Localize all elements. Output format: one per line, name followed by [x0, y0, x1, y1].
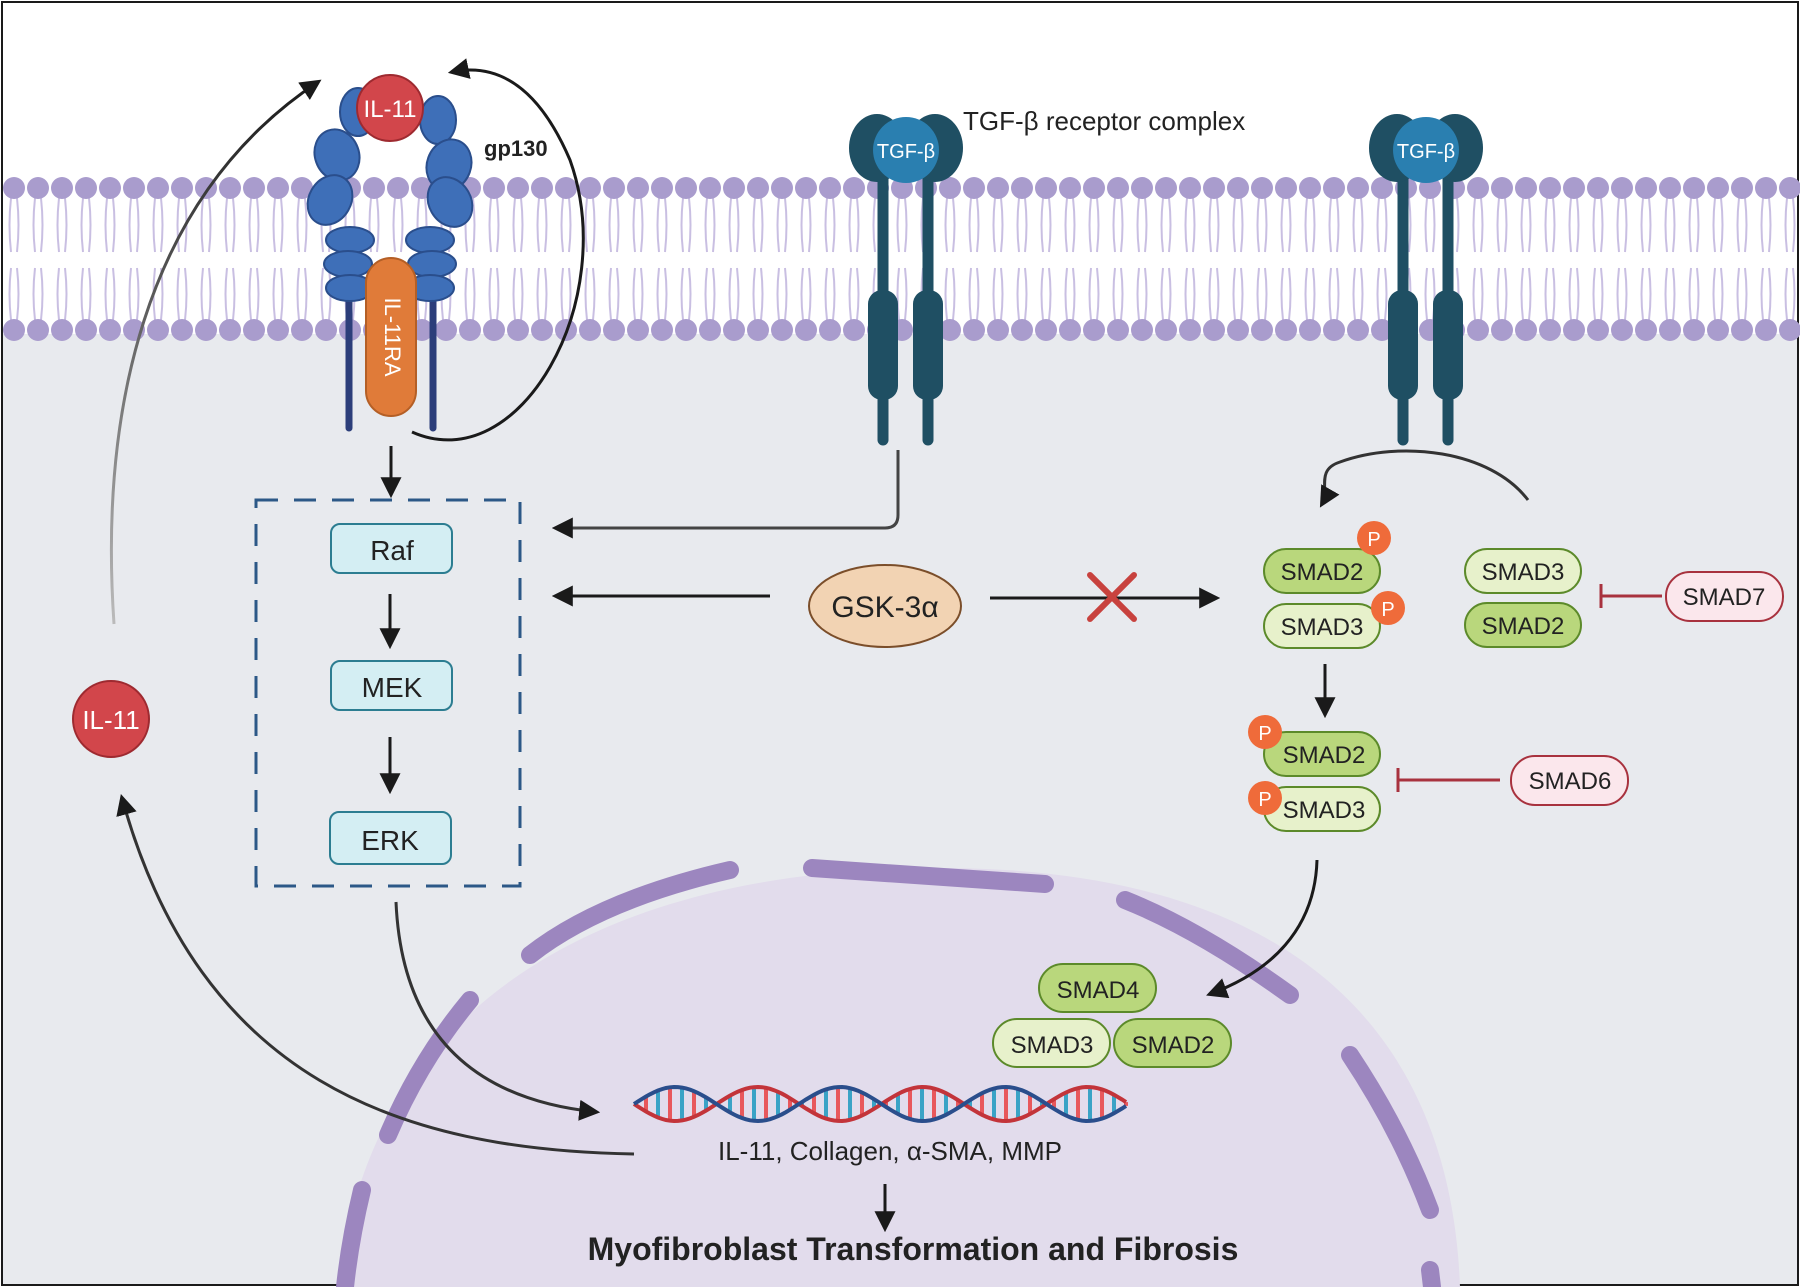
- smad234-nuclear-complex: SMAD4 SMAD3 SMAD2: [992, 963, 1232, 1068]
- smad7-label: SMAD7: [1683, 584, 1766, 611]
- smad4-label: SMAD4: [1057, 977, 1140, 1004]
- il11-bound-label: IL-11: [364, 96, 417, 123]
- tgf-beta-receptor-2: TGF-β: [1369, 114, 1483, 446]
- dna-helix-icon: [632, 1084, 1128, 1124]
- phospho-icon: [1357, 521, 1391, 555]
- smad3-label: SMAD3: [1011, 1032, 1094, 1059]
- target-genes-label: IL-11, Collagen, α-SMA, MMP: [718, 1136, 1062, 1166]
- outcome-label: Myofibroblast Transformation and Fibrosi…: [588, 1231, 1239, 1267]
- smad3-label: SMAD3: [1283, 797, 1366, 824]
- phospho-label: P: [1367, 529, 1380, 551]
- mek-label: MEK: [362, 672, 423, 703]
- smad2-label: SMAD2: [1281, 559, 1364, 586]
- smad7-node: SMAD7: [1665, 571, 1784, 622]
- smad2-label: SMAD2: [1132, 1032, 1215, 1059]
- tgf-beta-receptor-complex-label: TGF-β receptor complex: [963, 106, 1245, 136]
- mapk-cascade-box: [254, 498, 522, 888]
- il11-ligand-bound: [356, 74, 424, 142]
- erk-node: ERK: [329, 811, 452, 865]
- raf-label: Raf: [370, 535, 414, 566]
- phospho-label: P: [1258, 723, 1271, 745]
- nucleus: [336, 859, 1460, 1287]
- raf-node: Raf: [330, 523, 453, 574]
- tgf-beta-1-label: TGF-β: [877, 141, 935, 163]
- gsk3a-node: GSK-3α: [808, 564, 962, 648]
- smad6-node: SMAD6: [1510, 755, 1629, 806]
- phospho-icon: [1248, 781, 1282, 815]
- il11-free-ligand: [72, 680, 150, 758]
- mek-node: MEK: [330, 660, 453, 711]
- tgf-beta-ligand-2: [1393, 117, 1459, 183]
- smad2-label: SMAD2: [1283, 742, 1366, 769]
- tgf-beta-2-label: TGF-β: [1397, 141, 1455, 163]
- gp130-label: gp130: [484, 136, 548, 161]
- il11ra-receptor: [365, 257, 417, 417]
- smad23-phospho-complex-2: SMAD2 SMAD3 P P: [1248, 715, 1381, 832]
- smad3-label: SMAD3: [1482, 559, 1565, 586]
- smad32-complex: SMAD3 SMAD2: [1464, 548, 1582, 648]
- phospho-label: P: [1381, 599, 1394, 621]
- gsk3a-label: GSK-3α: [831, 591, 938, 624]
- phospho-icon: [1248, 715, 1282, 749]
- pathway-arrows: [109, 58, 1530, 1233]
- smad6-label: SMAD6: [1529, 768, 1612, 795]
- x-mark-icon: [1087, 572, 1137, 622]
- cell-membrane: [3, 177, 1800, 341]
- t-bar-inhibition-icon: [1396, 584, 1662, 792]
- il11-free-label: IL-11: [82, 705, 139, 735]
- nuclear-envelope: [336, 859, 1441, 1287]
- smad23-phospho-complex-1: SMAD2 SMAD3 P P: [1263, 521, 1405, 649]
- tgf-beta-receptor-1: TGF-β: [849, 114, 963, 446]
- tgf-beta-ligand-1: [873, 117, 939, 183]
- phospho-icon: [1371, 591, 1405, 625]
- il11ra-label: IL-11RA: [380, 297, 405, 376]
- phospho-label: P: [1258, 789, 1271, 811]
- gp130-receptor-complex: IL-11RA IL-11 gp130: [306, 74, 548, 432]
- smad3-label: SMAD3: [1281, 614, 1364, 641]
- erk-label: ERK: [361, 825, 419, 856]
- smad2-label: SMAD2: [1482, 613, 1565, 640]
